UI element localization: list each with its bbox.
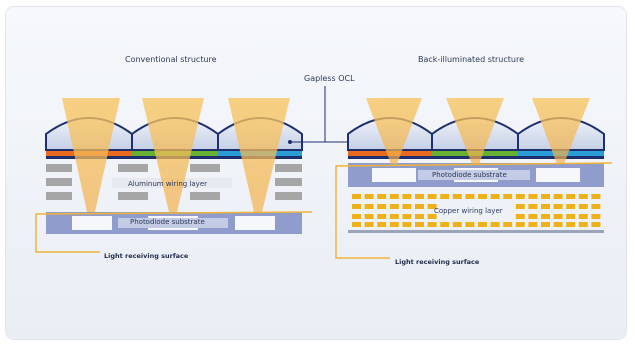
copper-wire-block bbox=[553, 222, 563, 227]
copper-wire-block bbox=[377, 204, 387, 209]
copper-wire-block bbox=[352, 222, 361, 227]
copper-wire-block bbox=[578, 222, 588, 227]
copper-wire-block bbox=[352, 194, 361, 199]
copper-wire-block bbox=[377, 214, 387, 219]
copper-wire-block bbox=[389, 222, 399, 227]
aluminum-wiring-label: Aluminum wiring layer bbox=[128, 180, 208, 188]
back-illuminated-microlenses bbox=[347, 117, 605, 151]
copper-wire-block bbox=[364, 204, 374, 209]
copper-wiring-base bbox=[348, 230, 604, 233]
copper-wire-block bbox=[578, 214, 588, 219]
copper-wire-block bbox=[515, 214, 525, 219]
copper-wire-block bbox=[541, 214, 550, 219]
copper-wire-block bbox=[415, 204, 424, 209]
back-illuminated-title: Back-illuminated structure bbox=[418, 55, 525, 64]
copper-wiring-label: Copper wiring layer bbox=[434, 207, 503, 215]
copper-wire-block bbox=[591, 194, 601, 199]
copper-wire-block bbox=[402, 204, 412, 209]
copper-wire-block bbox=[490, 194, 500, 199]
copper-wire-block bbox=[553, 194, 563, 199]
copper-wire-block bbox=[452, 222, 462, 227]
conventional-surface-label: Light receiving surface bbox=[104, 252, 189, 260]
conventional-substrate-label: Photodiode substrate bbox=[130, 218, 205, 226]
copper-wire-block bbox=[553, 214, 563, 219]
copper-wire-block bbox=[364, 222, 374, 227]
copper-wire-block bbox=[427, 194, 437, 199]
copper-wire-block bbox=[591, 214, 601, 219]
copper-wire-block bbox=[503, 194, 513, 199]
back-illuminated-surface-label: Light receiving surface bbox=[395, 258, 480, 266]
copper-wire-block bbox=[352, 214, 361, 219]
copper-wire-block bbox=[591, 222, 601, 227]
copper-wire-block bbox=[528, 194, 538, 199]
back-illuminated-photodiode-substrate bbox=[348, 163, 604, 187]
copper-wire-block bbox=[364, 214, 374, 219]
copper-wire-block bbox=[566, 194, 576, 199]
back-illuminated-light-cones bbox=[366, 98, 590, 164]
copper-wire-block bbox=[490, 222, 500, 227]
copper-wire-block bbox=[465, 222, 475, 227]
copper-wire-block bbox=[440, 194, 450, 199]
copper-wire-block bbox=[452, 194, 462, 199]
copper-wire-block bbox=[566, 214, 576, 219]
back-illuminated-surface-callout bbox=[335, 162, 613, 259]
copper-wire-block bbox=[566, 204, 576, 209]
copper-wire-block bbox=[427, 214, 437, 219]
copper-wiring-layer bbox=[352, 194, 601, 227]
copper-wire-block bbox=[553, 204, 563, 209]
conventional-structure bbox=[35, 98, 313, 253]
copper-wire-block bbox=[515, 194, 525, 199]
copper-wire-block bbox=[389, 194, 399, 199]
aluminum-wiring-layer bbox=[46, 164, 302, 200]
conventional-light-cones bbox=[62, 98, 290, 212]
copper-wire-block bbox=[515, 222, 525, 227]
copper-wire-block bbox=[541, 222, 550, 227]
copper-wire-block bbox=[528, 204, 538, 209]
copper-wire-block bbox=[465, 194, 475, 199]
copper-wire-block bbox=[364, 194, 374, 199]
copper-wire-block bbox=[503, 222, 513, 227]
conventional-surface-callout bbox=[35, 211, 313, 253]
copper-wire-block bbox=[415, 214, 424, 219]
copper-wire-block bbox=[352, 204, 361, 209]
copper-wire-block bbox=[377, 194, 387, 199]
copper-wire-block bbox=[402, 214, 412, 219]
copper-wire-block bbox=[578, 204, 588, 209]
copper-wire-block bbox=[389, 214, 399, 219]
copper-wire-block bbox=[402, 194, 412, 199]
copper-wire-block bbox=[440, 222, 450, 227]
copper-wire-block bbox=[478, 194, 487, 199]
back-illuminated-structure bbox=[335, 98, 613, 259]
copper-wire-block bbox=[566, 222, 576, 227]
back-illuminated-substrate-label: Photodiode substrate bbox=[432, 171, 507, 179]
copper-wire-block bbox=[427, 222, 437, 227]
copper-wire-block bbox=[377, 222, 387, 227]
copper-wire-block bbox=[415, 194, 424, 199]
conventional-photodiode-substrate bbox=[46, 212, 302, 234]
copper-wire-block bbox=[541, 204, 550, 209]
copper-wire-block bbox=[541, 194, 550, 199]
copper-wire-block bbox=[578, 194, 588, 199]
copper-wire-block bbox=[528, 222, 538, 227]
copper-wire-block bbox=[415, 222, 424, 227]
copper-wire-block bbox=[402, 222, 412, 227]
copper-wire-block bbox=[478, 222, 487, 227]
gapless-ocl-label: Gapless OCL bbox=[304, 74, 355, 83]
copper-wire-block bbox=[389, 204, 399, 209]
conventional-title: Conventional structure bbox=[125, 55, 217, 64]
copper-wire-block bbox=[528, 214, 538, 219]
copper-wire-block bbox=[427, 204, 437, 209]
copper-wire-block bbox=[591, 204, 601, 209]
copper-wire-block bbox=[515, 204, 525, 209]
